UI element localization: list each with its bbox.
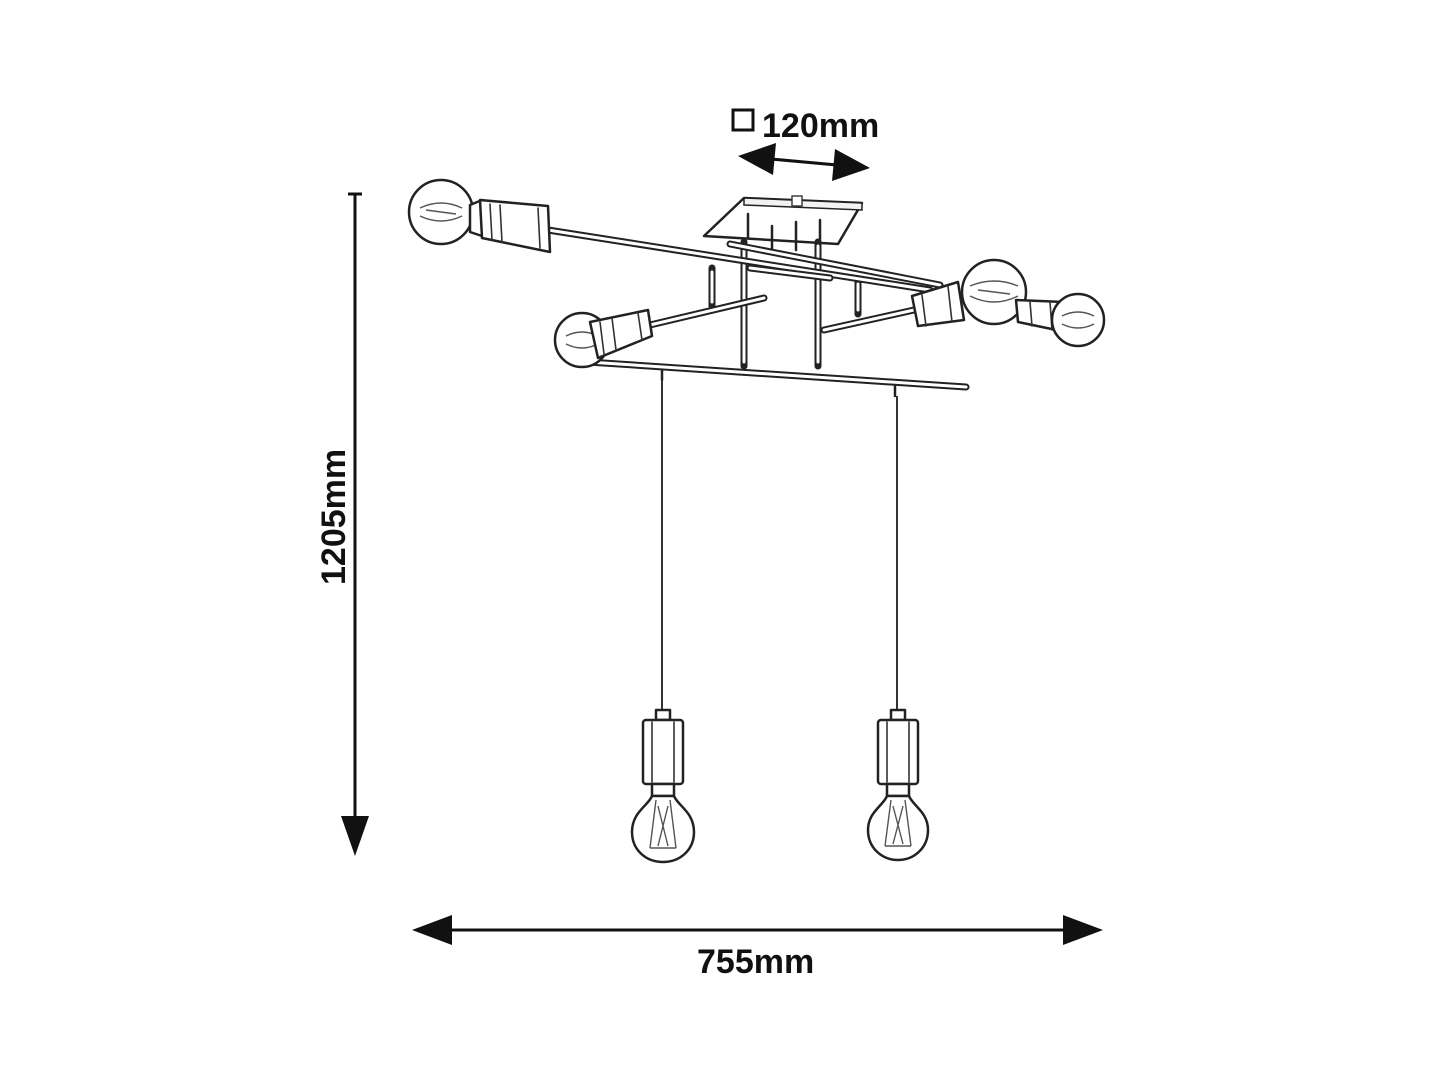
pendant-lamp-left	[630, 708, 696, 864]
canopy-double-arrow	[738, 143, 870, 181]
height-dimension: 1205mm	[315, 192, 369, 856]
width-label: 755mm	[697, 943, 814, 981]
height-label: 1205mm	[315, 449, 353, 585]
canopy-size-label: 120mm	[762, 107, 879, 145]
ceiling-canopy	[702, 195, 864, 256]
upper-arm	[544, 226, 944, 294]
lamp-right-front	[910, 258, 1028, 328]
lamp-middle-left	[553, 308, 654, 369]
height-arrow-head	[341, 816, 369, 856]
lamp-right-back	[1014, 292, 1106, 348]
pendant-lamp-right	[866, 708, 930, 862]
pendant-cables	[661, 380, 898, 712]
lamp-top-left	[407, 178, 552, 254]
width-dimension: 755mm	[412, 915, 1103, 981]
canopy-dimension: 120mm	[731, 107, 879, 181]
middle-arms	[646, 294, 918, 334]
square-outline-icon	[731, 108, 755, 132]
pendant-bar	[584, 358, 970, 398]
